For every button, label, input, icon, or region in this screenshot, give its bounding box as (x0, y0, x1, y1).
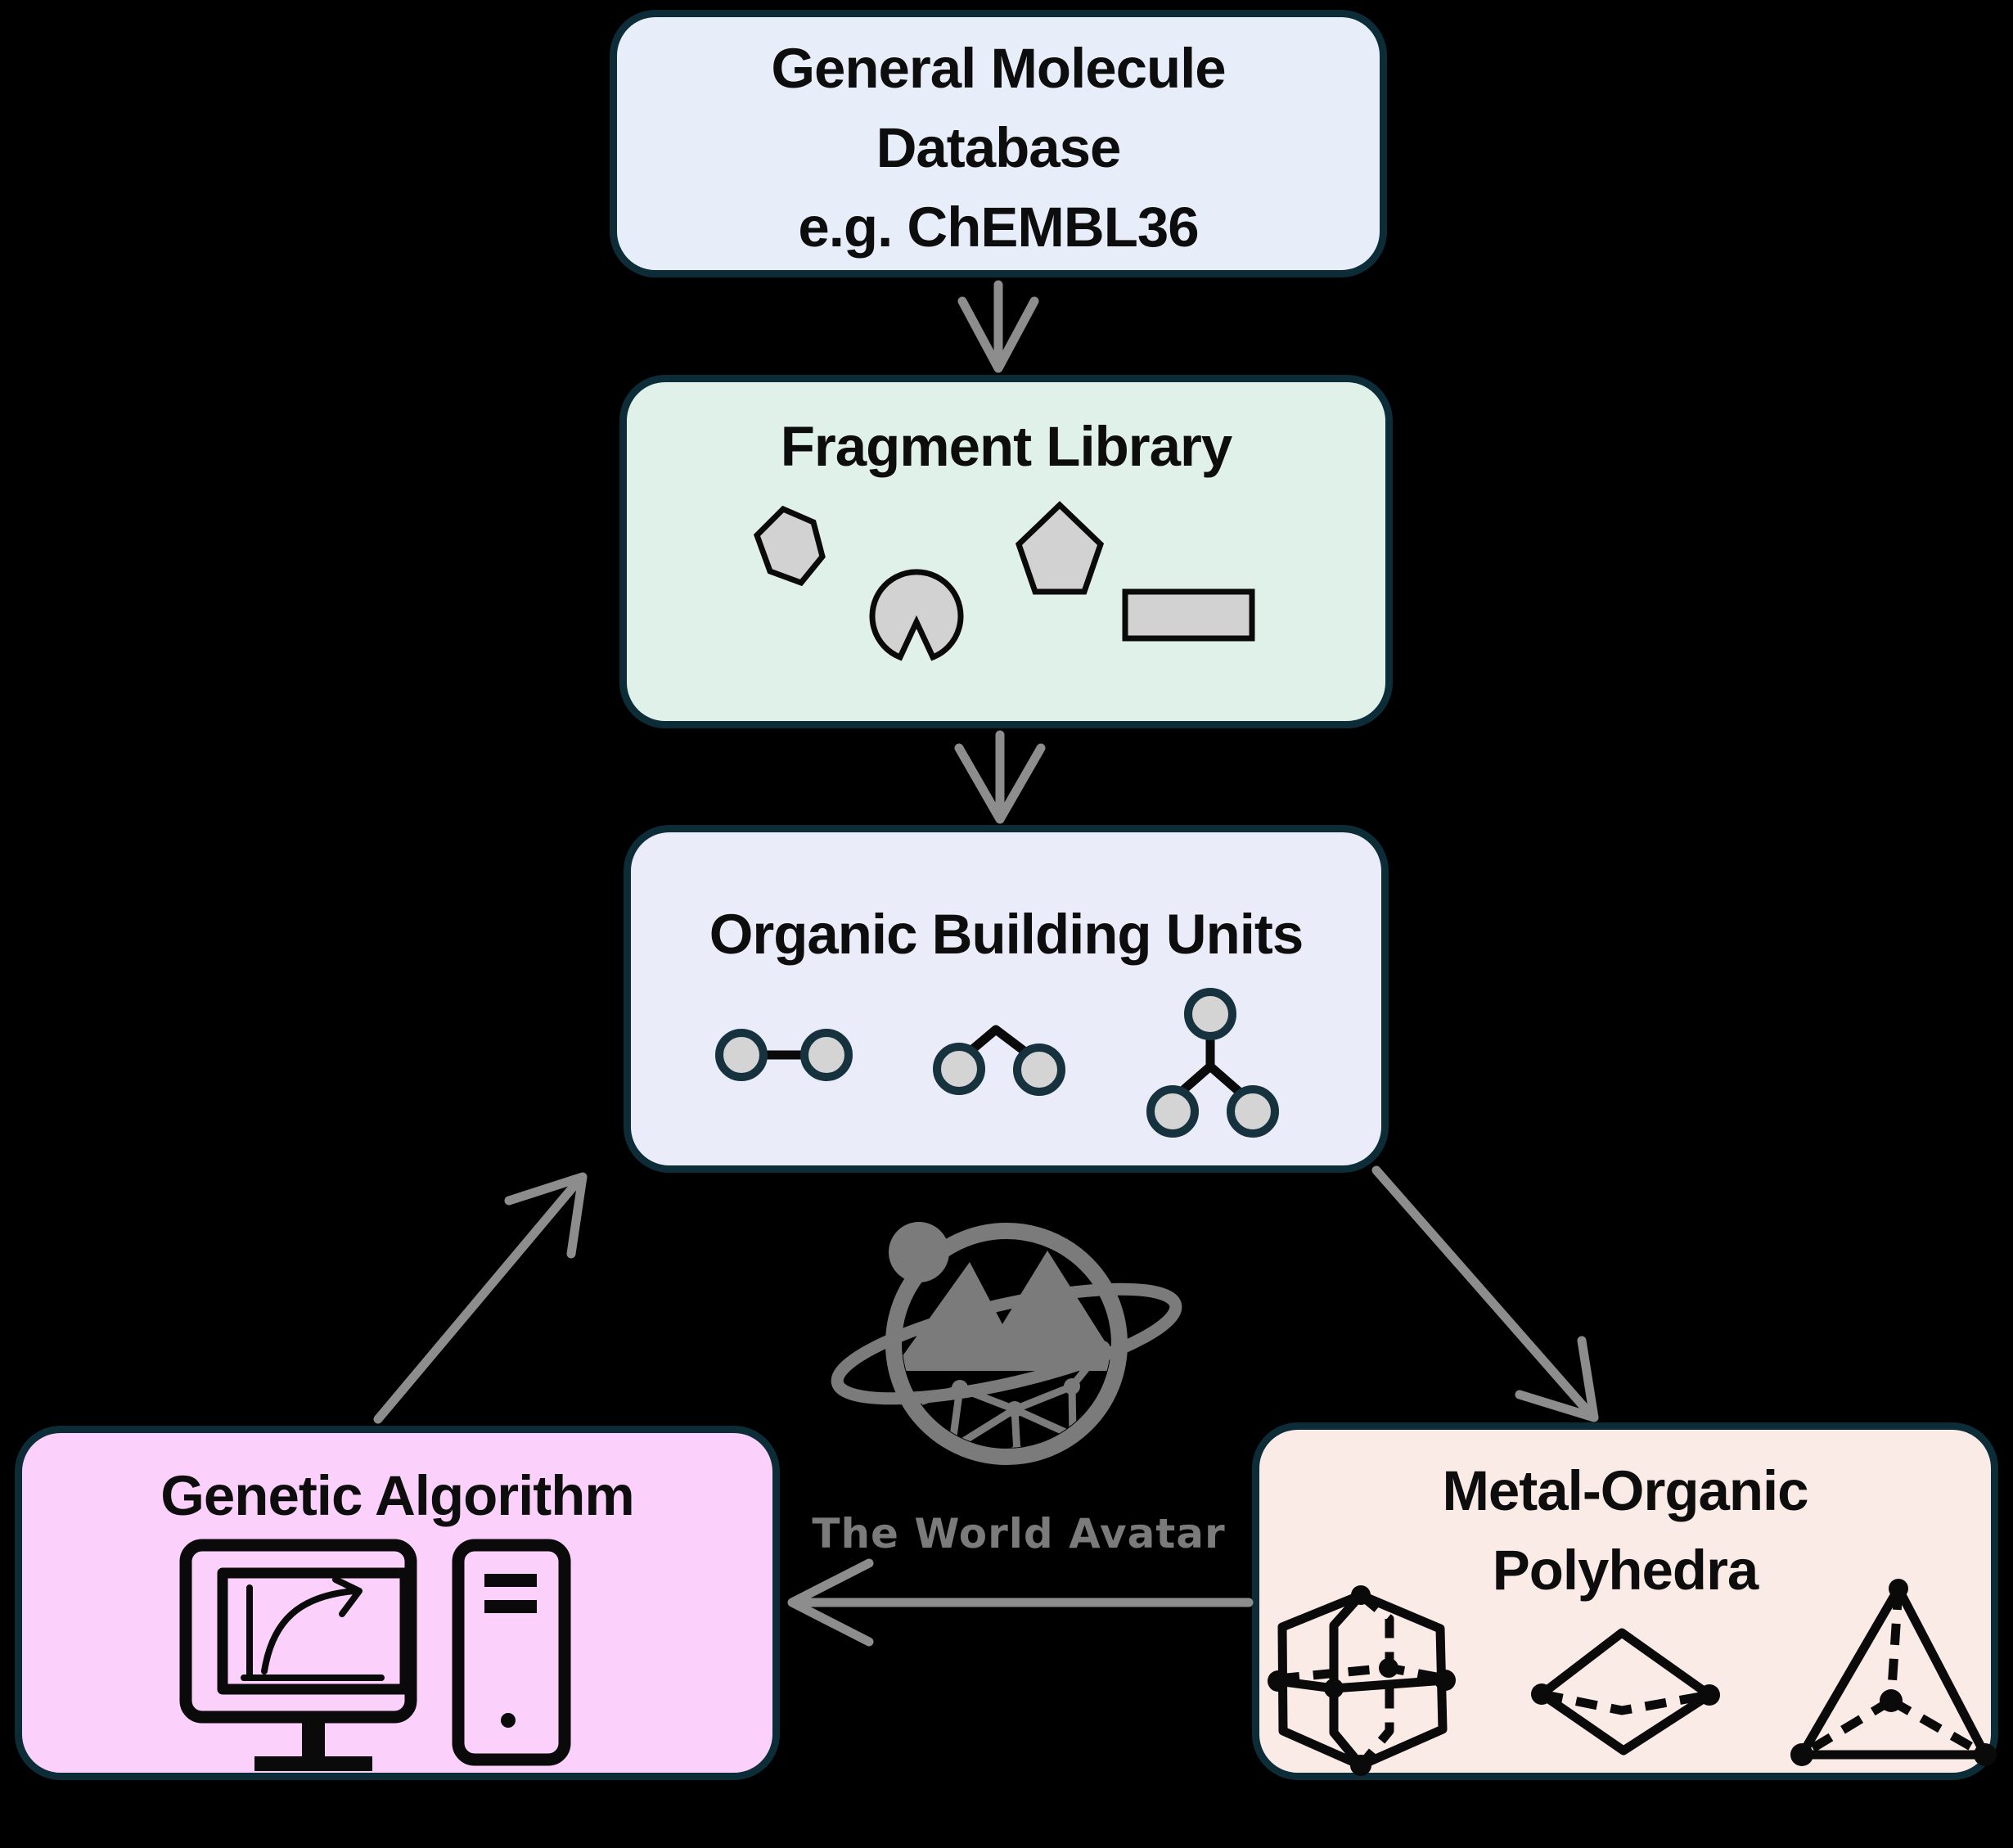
organic-building-units-title: Organic Building Units (709, 903, 1304, 966)
genetic-algorithm-art (179, 1539, 571, 1771)
node-fragment-library: Fragment Library (619, 375, 1393, 728)
fragment-hexagon-icon (753, 505, 826, 587)
title-line: Metal-Organic (1442, 1459, 1808, 1522)
satellite-dot (889, 1222, 949, 1282)
title-line: e.g. ChEMBL36 (798, 196, 1199, 259)
orbit-ring (831, 1282, 1182, 1405)
arrow-building-units-to-polyhedra (1371, 1165, 1599, 1422)
fragment-pacman-icon (869, 569, 964, 661)
fragment-library-title: Fragment Library (780, 415, 1232, 478)
genetic-algorithm-title: Genetic Algorithm (160, 1464, 635, 1527)
world-avatar-label: The World Avatar (812, 1510, 1226, 1557)
node-genetic-algorithm: Genetic Algorithm (15, 1426, 780, 1780)
arrow-fragment-library-to-building-units (954, 730, 1046, 824)
computer-tower-icon (452, 1539, 571, 1766)
arrow-polyhedra-to-genetic-algorithm (787, 1558, 1254, 1647)
world-avatar-globe-icon (831, 1222, 1182, 1465)
fragment-library-art (753, 501, 1255, 661)
metal-organic-polyhedra-art (1268, 1579, 1997, 1776)
arrow-genetic-algorithm-to-building-units (373, 1172, 588, 1424)
title-line: Polyhedra (1492, 1539, 1759, 1602)
metal-organic-polyhedra-title: Metal-Organic Polyhedra (1259, 1451, 1991, 1610)
fragment-pentagon-icon (1015, 501, 1105, 595)
fragment-rectangle-icon (1122, 588, 1255, 642)
node-general-molecule-database: General Molecule Database e.g. ChEMBL36 (610, 10, 1387, 277)
tetrahedron-icon (1790, 1579, 1997, 1766)
arrow-database-to-fragment-library (957, 280, 1039, 373)
ditopic-linker-icon (715, 1029, 853, 1081)
monitor-growth-chart-icon (179, 1539, 417, 1771)
organic-building-units-art (715, 988, 1279, 1138)
title-line: General Molecule (771, 37, 1226, 100)
general-molecule-database-title: General Molecule Database e.g. ChEMBL36 (617, 29, 1380, 267)
diamond-polyhedron-icon (1531, 1628, 1720, 1756)
title-line: Database (876, 116, 1122, 179)
tritopic-linker-icon (1146, 988, 1279, 1138)
hexagonal-cage-icon (1268, 1585, 1456, 1776)
bent-linker-icon (933, 1025, 1065, 1096)
